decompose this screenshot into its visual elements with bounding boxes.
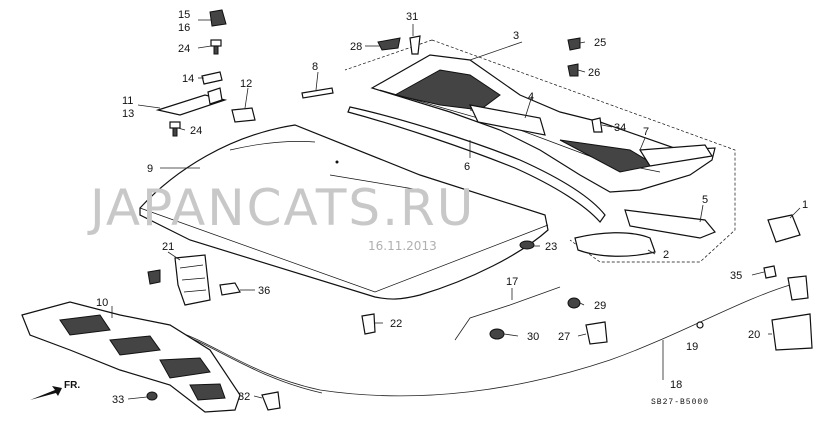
clip-33	[146, 391, 158, 401]
cowl-top-part	[370, 54, 716, 193]
bumper-22	[361, 313, 376, 335]
callout-23: 23	[545, 241, 557, 253]
callout-11: 11	[122, 95, 133, 107]
callout-19: 19	[686, 341, 698, 353]
clip-30	[489, 328, 505, 340]
callout-9: 9	[147, 163, 153, 175]
callout-8: 8	[312, 61, 318, 73]
release-lever-part	[787, 275, 809, 301]
callout-27: 27	[558, 331, 570, 343]
leader-lines	[111, 19, 801, 400]
bolt-24-upper	[210, 39, 222, 55]
callout-28: 28	[350, 41, 362, 53]
callout-22: 22	[390, 318, 402, 330]
front-arrow-icon	[30, 386, 62, 400]
clip-31	[409, 35, 421, 55]
hood-hinge-part	[155, 87, 256, 123]
callout-12: 12	[240, 78, 252, 90]
callout-17: 17	[506, 276, 518, 288]
callout-34: 34	[614, 122, 626, 134]
callout-26: 26	[588, 67, 600, 79]
clip-28	[377, 37, 401, 51]
cowl-cover-part	[574, 232, 656, 257]
clip-29	[567, 297, 581, 309]
callout-13: 13	[122, 108, 134, 120]
bolt-36	[219, 282, 241, 296]
callout-29: 29	[594, 300, 606, 312]
watermark-text: JAPANCATS.RU	[87, 179, 475, 237]
clip-26	[567, 63, 579, 77]
callout-24-upper: 24	[178, 43, 190, 55]
callout-3: 3	[513, 30, 519, 42]
clip-32	[261, 391, 281, 411]
cable-grommet	[696, 321, 704, 329]
cowl-side-panel-part	[468, 104, 546, 136]
callout-24-lower: 24	[190, 125, 202, 137]
callout-18: 18	[670, 379, 682, 391]
latch-bumper	[147, 269, 161, 285]
callout-16: 16	[178, 22, 190, 34]
callout-1: 1	[802, 199, 808, 211]
part-1	[767, 214, 801, 243]
bulkhead-part	[21, 301, 241, 413]
clip-27	[585, 321, 608, 345]
callout-36: 36	[258, 285, 270, 297]
callout-10: 10	[96, 297, 108, 309]
callout-7: 7	[643, 126, 649, 138]
clip-35	[763, 265, 777, 279]
hinge-bracket-part	[201, 71, 223, 85]
prop-rod-part	[301, 87, 334, 99]
weatherstrip-part	[347, 106, 606, 223]
bolt-24-lower	[169, 121, 181, 137]
callout-25: 25	[594, 37, 606, 49]
callout-20: 20	[748, 329, 760, 341]
callout-5: 5	[702, 194, 708, 206]
callout-6: 6	[464, 161, 470, 173]
callout-15: 15	[178, 9, 190, 21]
hood-latch-part	[174, 254, 211, 306]
callout-33: 33	[112, 394, 124, 406]
clip-25	[567, 37, 581, 51]
hinge-cover-part	[209, 9, 227, 27]
bumper-rubber-23	[519, 240, 535, 250]
seal-5-part	[624, 209, 716, 239]
clip-34	[591, 117, 603, 133]
hood-part	[139, 124, 549, 300]
callout-32: 32	[238, 391, 250, 403]
callout-21: 21	[162, 241, 174, 253]
diagram-code: SB27-B5000	[651, 398, 709, 407]
callout-14: 14	[182, 73, 194, 85]
callout-2: 2	[663, 249, 669, 261]
callout-31: 31	[406, 11, 418, 23]
callout-4: 4	[528, 91, 534, 103]
cowl-seal-part	[638, 144, 713, 167]
front-marker: FR.	[64, 380, 80, 391]
date-stamp: 16.11.2013	[368, 239, 437, 253]
support-rod-part	[454, 286, 561, 341]
callout-30: 30	[527, 331, 539, 343]
release-handle-part	[771, 313, 813, 351]
callout-35: 35	[730, 270, 742, 282]
